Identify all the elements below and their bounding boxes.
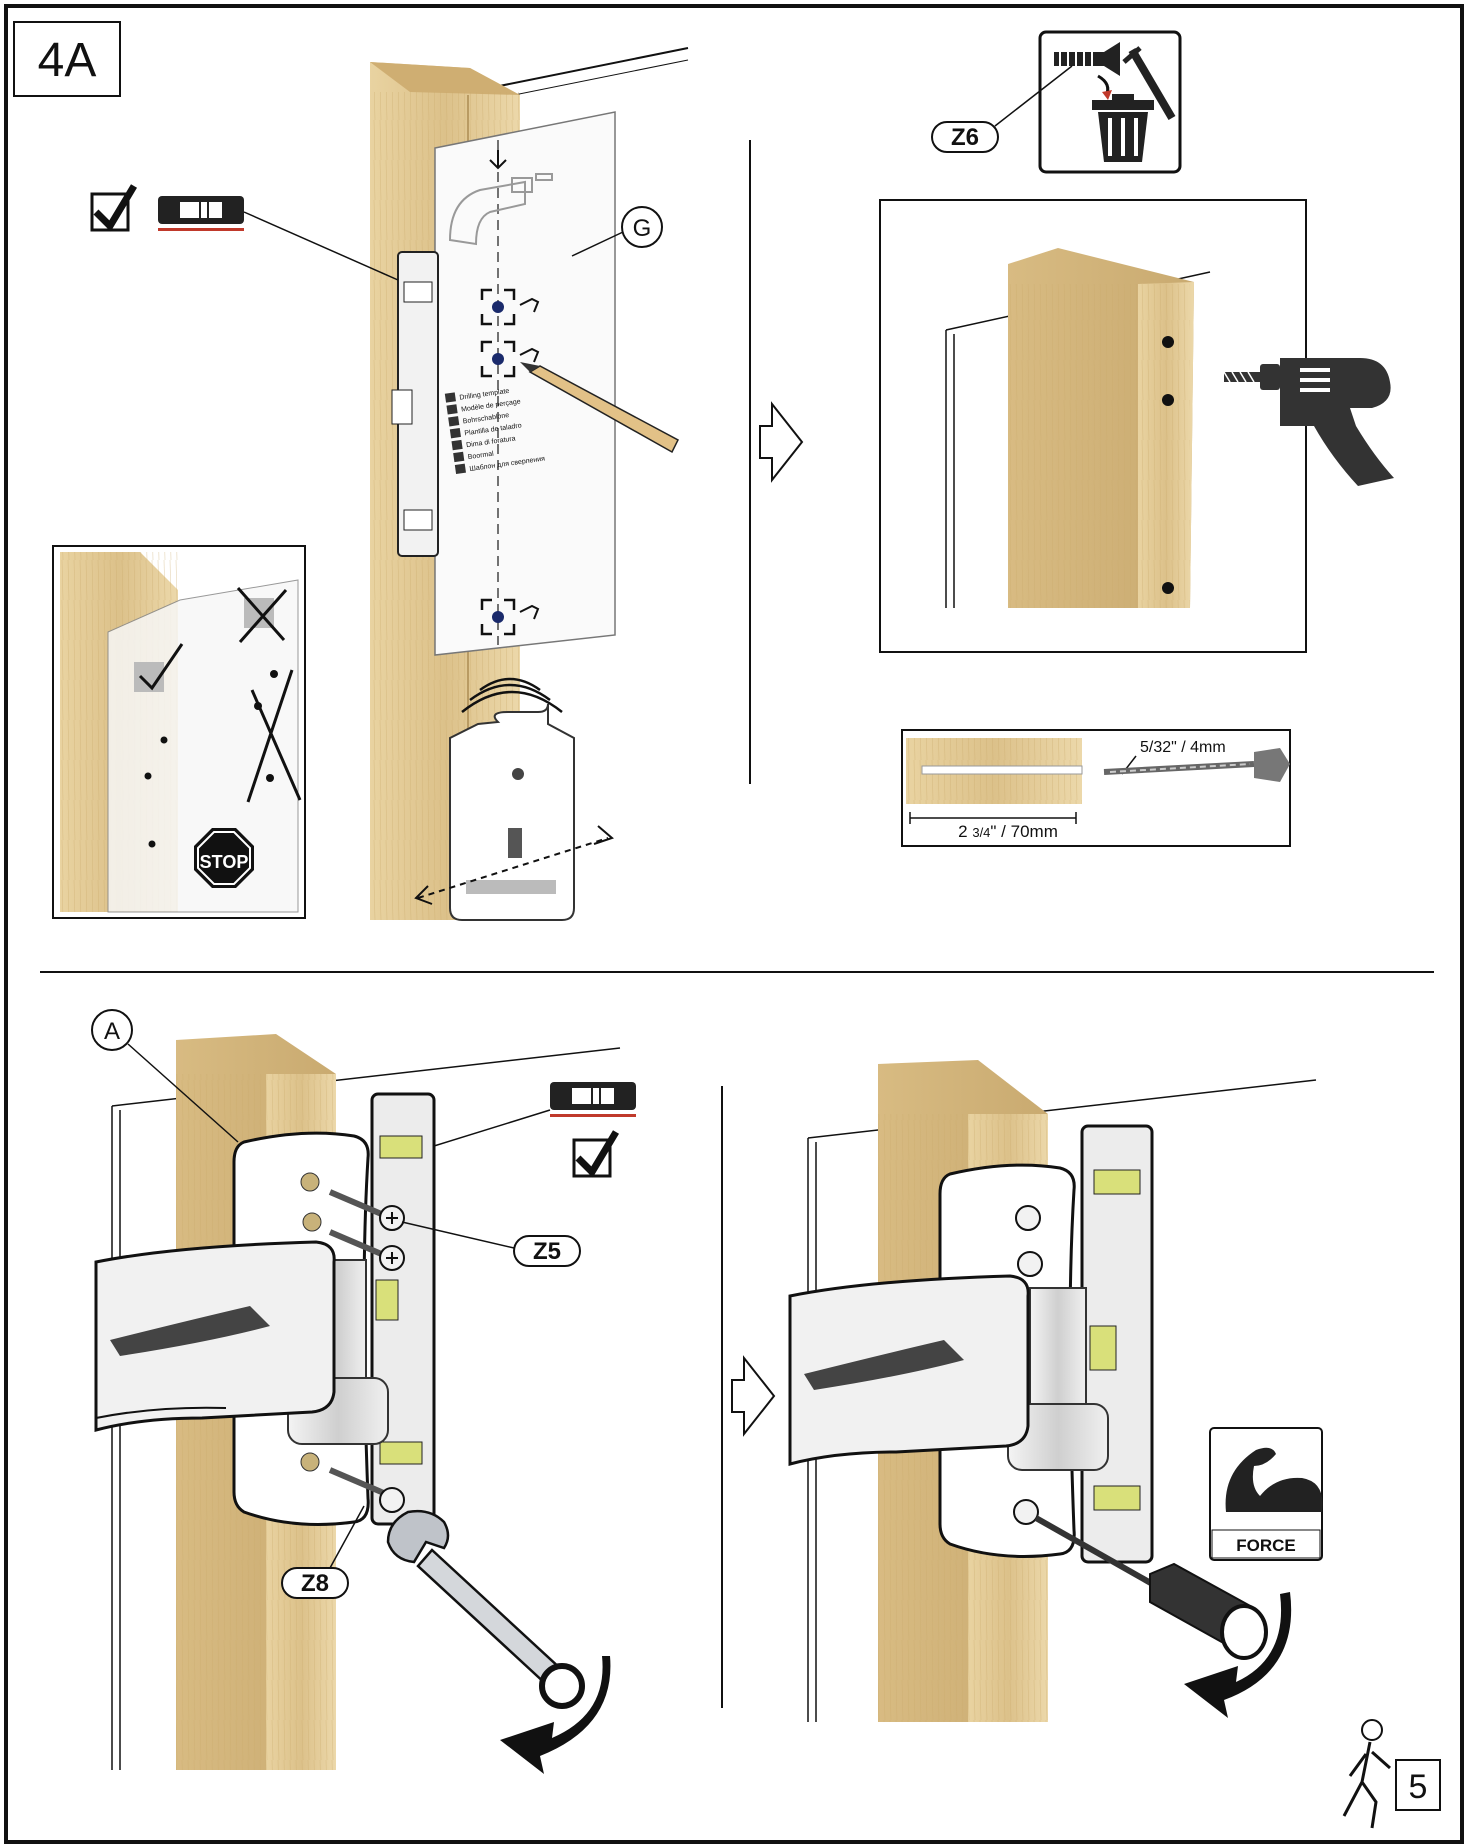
arrow-right-icon [759,401,804,483]
checkmark-icon [90,184,138,232]
screwdriver-icon [1034,1515,1268,1660]
divider-bottom [721,1086,776,1708]
rotate-arrow-icon-right [1184,1592,1292,1718]
callout-a: A [104,1018,120,1045]
step-label-box: 4A [13,21,121,97]
screw-z8 [328,1467,405,1513]
divider-top [749,140,804,784]
svg-text:Z6: Z6 [951,124,979,151]
svg-text:Z5: Z5 [533,1238,561,1265]
spirit-level-on-post [391,251,439,557]
svg-text:Z8: Z8 [301,1570,329,1597]
trash-bin-icon [1092,94,1154,162]
panel-drilling: Z6 2 3/ [879,30,1394,847]
callout-z8: Z8 [281,1505,365,1599]
screw-z5 [328,1189,405,1271]
anchor-discard-box [1038,30,1182,174]
drill-depth-label: 2 3/4" / 70mm [958,822,1058,841]
page-frame [4,4,1464,1844]
pencil-icon [520,362,679,454]
callout-z5: Z5 [401,1221,581,1267]
force-box: FORCE [1209,1427,1323,1561]
wrench-icon [386,1509,585,1709]
spirit-level-on-bracket [370,1092,436,1526]
panel-template-marking: Drilling template Modèle de perçage Bohr… [52,47,689,921]
drill-scene [879,199,1394,653]
panel-bracket-mount: A Z5 Z8 [91,1009,636,1774]
drill-spec-box: 2 3/4" / 70mm 5/32" / 4mm [901,729,1291,847]
stop-sign-icon: STOP [194,828,254,888]
template-hole-1 [480,288,540,326]
rotate-arrow-icon [500,1656,611,1774]
anchor-plug-icon [1054,42,1120,76]
walking-person-icon [1342,1719,1391,1829]
drill-icon [1223,358,1394,486]
spirit-level-icon [158,196,244,231]
inset-wrong-position: STOP [52,545,306,919]
checkmark-icon-bottom [572,1130,620,1178]
strong-arm-icon [1225,1447,1323,1512]
template-hole-3 [480,598,540,636]
page-number: 5 [1409,1768,1428,1806]
template-hole-2 [480,340,540,378]
drill-bit-icon [1103,748,1290,782]
svg-text:Boormal: Boormal [467,451,494,462]
spirit-level-right [1080,1124,1154,1564]
panel-tighten: FORCE [788,1060,1323,1722]
stop-sign-text: STOP [200,852,249,872]
force-label: FORCE [1236,1536,1296,1555]
arrow-right-icon-bottom [731,1355,776,1437]
callout-z6: Z6 [931,65,1073,153]
page-footer: 5 [1342,1719,1441,1829]
drill-bit-label: 5/32" / 4mm [1140,739,1226,756]
callout-g: G [633,215,652,242]
gate-rail-right [788,1274,1030,1466]
step-label: 4A [38,34,97,87]
gate-rail [94,1240,336,1432]
stud-finder-icon [414,677,614,921]
spirit-level-icon-bottom [550,1082,636,1117]
